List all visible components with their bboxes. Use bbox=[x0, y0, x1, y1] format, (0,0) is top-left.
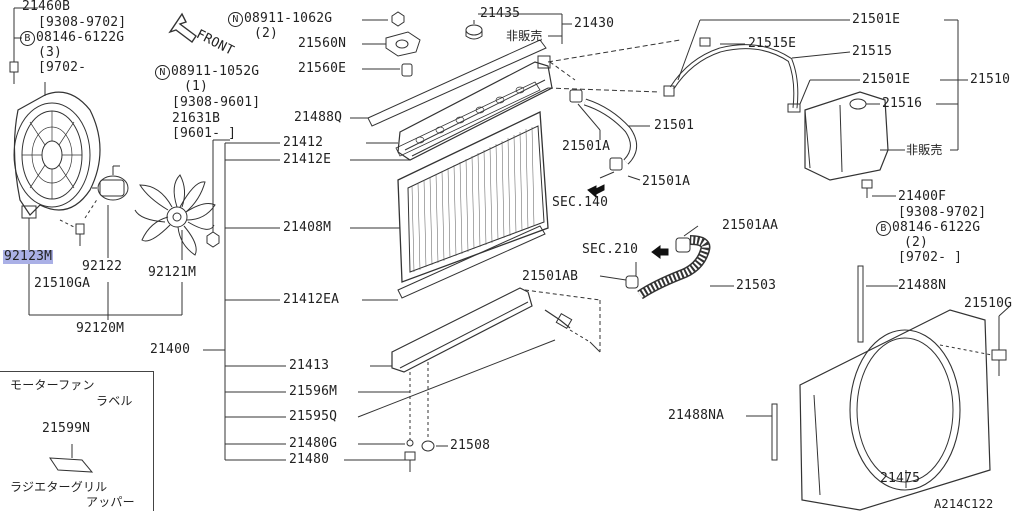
diagram-id: A214C122 bbox=[934, 497, 994, 511]
label-21488N: 21488N bbox=[898, 278, 947, 293]
label-21501A-2: 21501A bbox=[642, 174, 691, 189]
fan-blade-drawing bbox=[134, 174, 216, 256]
label-sticker-drawing bbox=[49, 457, 94, 473]
upper-hose-drawing bbox=[547, 39, 681, 199]
leader-lines-center bbox=[203, 13, 572, 461]
label-92120M: 92120M bbox=[76, 321, 125, 336]
label-21515: 21515 bbox=[852, 44, 893, 59]
label-21501A-1: 21501A bbox=[562, 139, 611, 154]
radiator-core-drawing bbox=[367, 39, 601, 472]
label-sec210: SEC.210 bbox=[582, 242, 639, 257]
label-21501AB: 21501AB bbox=[522, 269, 579, 284]
label-21408M: 21408M bbox=[283, 220, 332, 235]
label-21460B-date: [9308-9702] bbox=[38, 15, 127, 30]
label-21400F-date: [9308-9702] bbox=[898, 205, 987, 220]
label-21475: 21475 bbox=[880, 471, 921, 486]
label-21400: 21400 bbox=[150, 342, 191, 357]
label-21503: 21503 bbox=[736, 278, 777, 293]
lower-hose-drawing bbox=[599, 225, 734, 300]
label-21631B-date: [9601- ] bbox=[172, 126, 237, 141]
label-21488NA: 21488NA bbox=[668, 408, 725, 423]
label-08146-6122G-b-date: [9702- ] bbox=[898, 250, 963, 265]
label-not-for-sale-2: 非販売 bbox=[906, 143, 943, 157]
bolt-b-icon: B bbox=[20, 31, 35, 46]
label-21510GA: 21510GA bbox=[34, 276, 91, 291]
legend-box bbox=[0, 371, 154, 511]
label-21595Q: 21595Q bbox=[289, 409, 338, 424]
label-21501E-2: 21501E bbox=[862, 72, 911, 87]
reservoir-drawing bbox=[663, 19, 968, 198]
label-21510G: 21510G bbox=[964, 296, 1013, 311]
label-21480G: 21480G bbox=[289, 436, 338, 451]
right-shroud-drawing bbox=[746, 265, 1011, 511]
nut-n-icon: N bbox=[228, 12, 243, 27]
front-arrow-icon bbox=[168, 12, 197, 44]
label-sec140: SEC.140 bbox=[552, 195, 609, 210]
legend-motor-fan-label-2: ラベル bbox=[96, 394, 133, 408]
label-08146-6122G-a-qty: (3) bbox=[38, 45, 63, 60]
label-21412E: 21412E bbox=[283, 152, 332, 167]
label-21480: 21480 bbox=[289, 452, 330, 467]
shroud-bolt-drawing bbox=[59, 219, 85, 246]
label-08911-1062G-qty: (2) bbox=[254, 26, 279, 41]
label-21516: 21516 bbox=[882, 96, 923, 111]
label-21510: 21510 bbox=[970, 72, 1011, 87]
nut-21631B-drawing bbox=[206, 231, 220, 248]
label-21488Q: 21488Q bbox=[294, 110, 343, 125]
label-08146-6122G-a-date: [9702- bbox=[38, 60, 87, 75]
label-21515E: 21515E bbox=[748, 36, 797, 51]
bolt-b-icon: B bbox=[876, 221, 891, 236]
cap-drawing bbox=[385, 11, 483, 77]
label-21412EA: 21412EA bbox=[283, 292, 340, 307]
label-92122: 92122 bbox=[82, 259, 123, 274]
legend-grille-upper-2: アッパー bbox=[86, 495, 135, 509]
label-21560E: 21560E bbox=[298, 61, 347, 76]
label-92121M: 92121M bbox=[148, 265, 197, 280]
label-21631B: 21631B bbox=[172, 111, 221, 126]
label-21560N: 21560N bbox=[298, 36, 347, 51]
label-21501E-1: 21501E bbox=[852, 12, 901, 27]
label-not-for-sale-1: 非販売 bbox=[506, 29, 543, 43]
label-21412: 21412 bbox=[283, 135, 324, 150]
label-21430: 21430 bbox=[574, 16, 615, 31]
label-21460B: 21460B bbox=[22, 0, 71, 14]
label-08911-1052G-qty: (1) bbox=[184, 79, 209, 94]
label-21501: 21501 bbox=[654, 118, 695, 133]
fan-motor-drawing bbox=[84, 165, 129, 219]
legend-grille-upper-1: ラジエターグリル bbox=[10, 480, 108, 494]
legend-motor-fan-label-1: モーターファン bbox=[10, 378, 95, 392]
label-21501AA: 21501AA bbox=[722, 218, 779, 233]
label-21413: 21413 bbox=[289, 358, 330, 373]
nut-n-icon: N bbox=[155, 65, 170, 80]
label-21400F: 21400F bbox=[898, 189, 947, 204]
label-08146-6122G-b-qty: (2) bbox=[904, 235, 929, 250]
label-21435: 21435 bbox=[480, 6, 521, 21]
fan-shroud-drawing bbox=[9, 7, 101, 243]
label-08911-1052G-date: [9308-9601] bbox=[172, 95, 261, 110]
legend-21599N: 21599N bbox=[42, 421, 91, 436]
label-21596M: 21596M bbox=[289, 384, 338, 399]
label-92123M[interactable]: 92123M bbox=[3, 249, 54, 264]
label-21508: 21508 bbox=[450, 438, 491, 453]
